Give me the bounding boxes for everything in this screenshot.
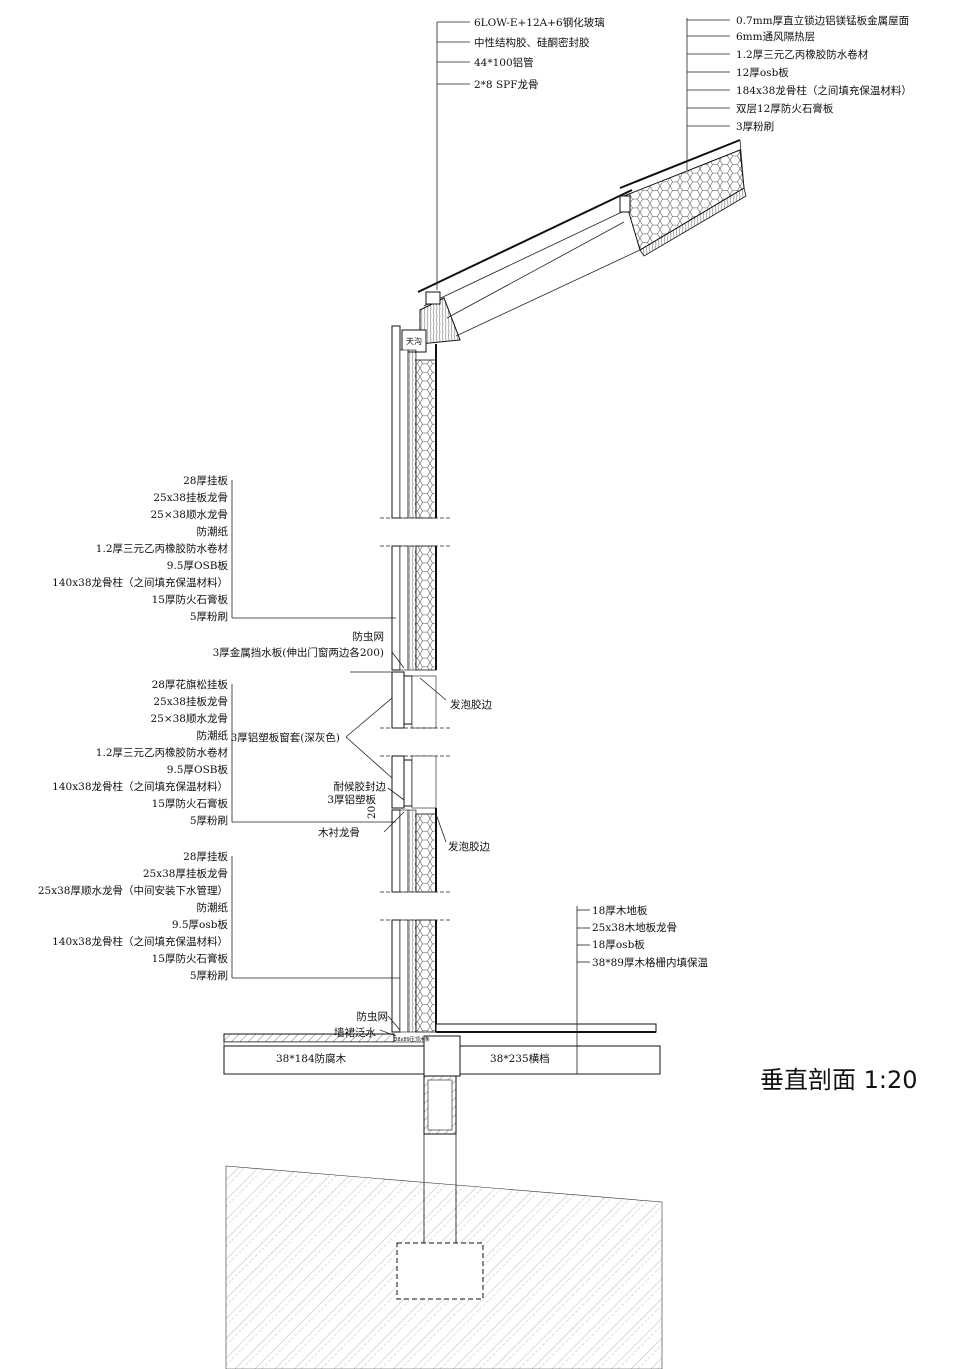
label-osb: 12厚osb板 xyxy=(736,66,789,79)
label-glass: 6LOW-E+12A+6钢化玻璃 xyxy=(474,16,605,29)
label-group-wall-1: 28厚挂板 25x38挂板龙骨 25×38顺水龙骨 防潮纸 1.2厚三元乙丙橡胶… xyxy=(52,474,228,623)
floor-label: 38*89厚木格栅内填保温 xyxy=(592,956,708,969)
wall3-label: 15厚防火石膏板 xyxy=(152,952,229,965)
tiny-label: 38x89压顶木条 xyxy=(394,1036,430,1043)
wall2-label: 9.5厚OSB板 xyxy=(167,763,229,776)
label-group-floor: 18厚木地板 25x38木地板龙骨 18厚osb板 38*89厚木格栅内填保温 xyxy=(592,904,708,969)
wall1-label: 5厚粉刷 xyxy=(190,610,228,623)
wall1-label: 1.2厚三元乙丙橡胶防水卷材 xyxy=(96,542,229,555)
label-skirting-flashing: 墙裙泛水 xyxy=(334,1026,376,1039)
drawing-title-visible: 垂直剖面 1:20 xyxy=(760,1066,918,1094)
label-membrane: 1.2厚三元乙丙橡胶防水卷材 xyxy=(736,48,869,61)
label-plaster: 3厚粉刷 xyxy=(736,120,774,133)
label-flashing: 3厚金属挡水板(伸出门窗两边各200) xyxy=(213,646,384,659)
label-foam-2: 发泡胶边 xyxy=(448,840,490,853)
wall-assembly xyxy=(380,325,450,1033)
wall2-label: 15厚防火石膏板 xyxy=(152,797,229,810)
wall3-label: 25x38厚顺水龙骨（中间安装下水管理） xyxy=(38,884,228,897)
wall2-label: 25x38挂板龙骨 xyxy=(153,695,228,708)
label-vent-layer: 6mm通风隔热层 xyxy=(736,30,815,43)
floor-label: 18厚木地板 xyxy=(592,904,648,917)
label-stud: 184x38龙骨柱（之间填充保温材料） xyxy=(736,84,912,97)
wall2-label: 25×38顺水龙骨 xyxy=(150,712,228,725)
label-group-wall-3: 28厚挂板 25x38厚挂板龙骨 25x38厚顺水龙骨（中间安装下水管理） 防潮… xyxy=(38,850,229,982)
wall2-label: 140x38龙骨柱（之间填充保温材料） xyxy=(52,780,228,793)
label-window-frame: 3厚铝塑板窗套(深灰色) xyxy=(231,731,340,744)
gutter-label: 天沟 xyxy=(406,336,422,346)
label-beam-left: 38*184防腐木 xyxy=(276,1052,347,1065)
wall3-label: 28厚挂板 xyxy=(183,850,228,863)
wall1-label: 15厚防火石膏板 xyxy=(152,593,229,606)
label-group-wall-2: 28厚花旗松挂板 25x38挂板龙骨 25×38顺水龙骨 防潮纸 1.2厚三元乙… xyxy=(52,678,228,827)
wall3-label: 9.5厚osb板 xyxy=(172,918,229,931)
label-metal-roof: 0.7mm厚直立锁边铝镁锰板金属屋面 xyxy=(736,14,909,27)
leader-lines xyxy=(231,18,730,1074)
floor-label: 25x38木地板龙骨 xyxy=(592,921,677,934)
wall2-label: 1.2厚三元乙丙橡胶防水卷材 xyxy=(96,746,229,759)
label-group-window-top: 防虫网 3厚金属挡水板(伸出门窗两边各200) 发泡胶边 3厚铝塑板窗套(深灰色… xyxy=(213,630,493,744)
wall1-label: 9.5厚OSB板 xyxy=(167,559,229,572)
wall1-label: 防潮纸 xyxy=(197,525,229,538)
label-spf-joist: 2*8 SPF龙骨 xyxy=(474,78,539,91)
label-group-roof-glass: 6LOW-E+12A+6钢化玻璃 中性结构胶、硅酮密封胶 44*100铝管 2*… xyxy=(474,16,605,91)
label-sealant: 中性结构胶、硅酮密封胶 xyxy=(474,36,590,49)
label-group-roof: 0.7mm厚直立锁边铝镁锰板金属屋面 6mm通风隔热层 1.2厚三元乙丙橡胶防水… xyxy=(736,14,912,133)
wall3-label: 25x38厚挂板龙骨 xyxy=(143,867,228,880)
roof-assembly: 天沟 xyxy=(401,139,747,353)
label-wood-furring: 木衬龙骨 xyxy=(318,826,360,839)
wall2-label: 5厚粉刷 xyxy=(190,814,228,827)
label-gypsum: 双层12厚防火石膏板 xyxy=(736,102,834,115)
label-group-sill: 耐候胶封边 3厚铝塑板 20 木衬龙骨 发泡胶边 xyxy=(318,780,490,853)
label-group-base: 防虫网 墙裙泛水 38*184防腐木 38*235横档 xyxy=(276,1010,550,1065)
label-weather-sealant: 耐候胶封边 xyxy=(334,780,387,793)
wall1-label: 25x38挂板龙骨 xyxy=(153,491,228,504)
label-foam-1: 发泡胶边 xyxy=(450,698,492,711)
wall2-label: 防潮纸 xyxy=(197,729,229,742)
label-alu-tube: 44*100铝管 xyxy=(474,56,534,69)
wall3-label: 5厚粉刷 xyxy=(190,969,228,982)
label-dimension-20: 20 xyxy=(366,806,378,819)
wall3-label: 防潮纸 xyxy=(197,901,229,914)
label-insect-screen: 防虫网 xyxy=(353,630,385,643)
wall1-label: 140x38龙骨柱（之间填充保温材料） xyxy=(52,576,228,589)
wall2-label: 28厚花旗松挂板 xyxy=(152,678,229,691)
label-alu-board: 3厚铝塑板 xyxy=(327,793,376,806)
wall3-label: 140x38龙骨柱（之间填充保温材料） xyxy=(52,935,228,948)
wall1-label: 28厚挂板 xyxy=(183,474,228,487)
floor-label: 18厚osb板 xyxy=(592,938,645,951)
label-beam-right: 38*235横档 xyxy=(490,1052,550,1065)
label-base-screen: 防虫网 xyxy=(357,1010,389,1023)
wall1-label: 25×38顺水龙骨 xyxy=(150,508,228,521)
